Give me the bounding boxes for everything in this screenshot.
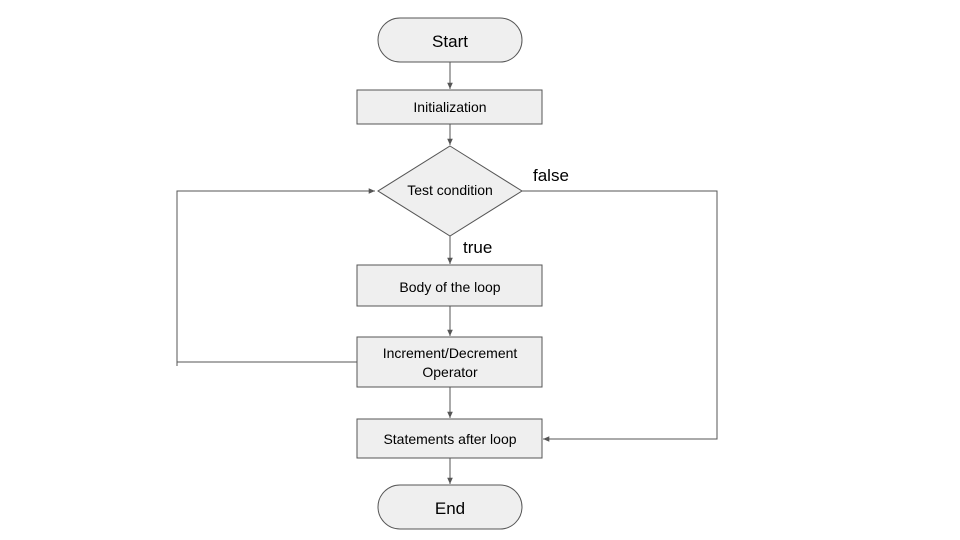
increment-decrement-label-line2: Operator: [422, 364, 478, 380]
node-body-of-loop: Body of the loop: [356, 264, 543, 307]
node-statements-after-loop: Statements after loop: [356, 418, 543, 459]
node-test-condition: Test condition: [377, 145, 523, 237]
body-of-loop-box: [356, 264, 543, 307]
node-increment-decrement: Increment/Decrement Operator: [356, 336, 543, 388]
edge-label-true: true: [463, 238, 492, 257]
edge-label-false: false: [533, 166, 569, 185]
end-label: End: [435, 499, 465, 518]
increment-decrement-label-line1: Increment/Decrement: [383, 345, 518, 361]
edge-test-false-exit: [522, 190, 718, 442]
initialization-box: [356, 89, 543, 125]
edge-incr-loop-back: [176, 188, 375, 363]
statements-after-loop-label: Statements after loop: [383, 431, 516, 447]
start-label: Start: [432, 32, 468, 51]
test-condition-diamond: [377, 145, 523, 237]
test-condition-label: Test condition: [407, 182, 493, 198]
node-initialization: Initialization: [356, 89, 543, 125]
body-of-loop-label: Body of the loop: [399, 279, 500, 295]
connectors: [176, 62, 718, 484]
statements-after-loop-box: [356, 418, 543, 459]
node-end: End: [377, 484, 523, 530]
initialization-label: Initialization: [413, 99, 486, 115]
start-terminal-shape: [377, 17, 523, 63]
end-terminal-shape: [377, 484, 523, 530]
increment-decrement-box: [356, 336, 543, 388]
node-start: Start: [377, 17, 523, 63]
